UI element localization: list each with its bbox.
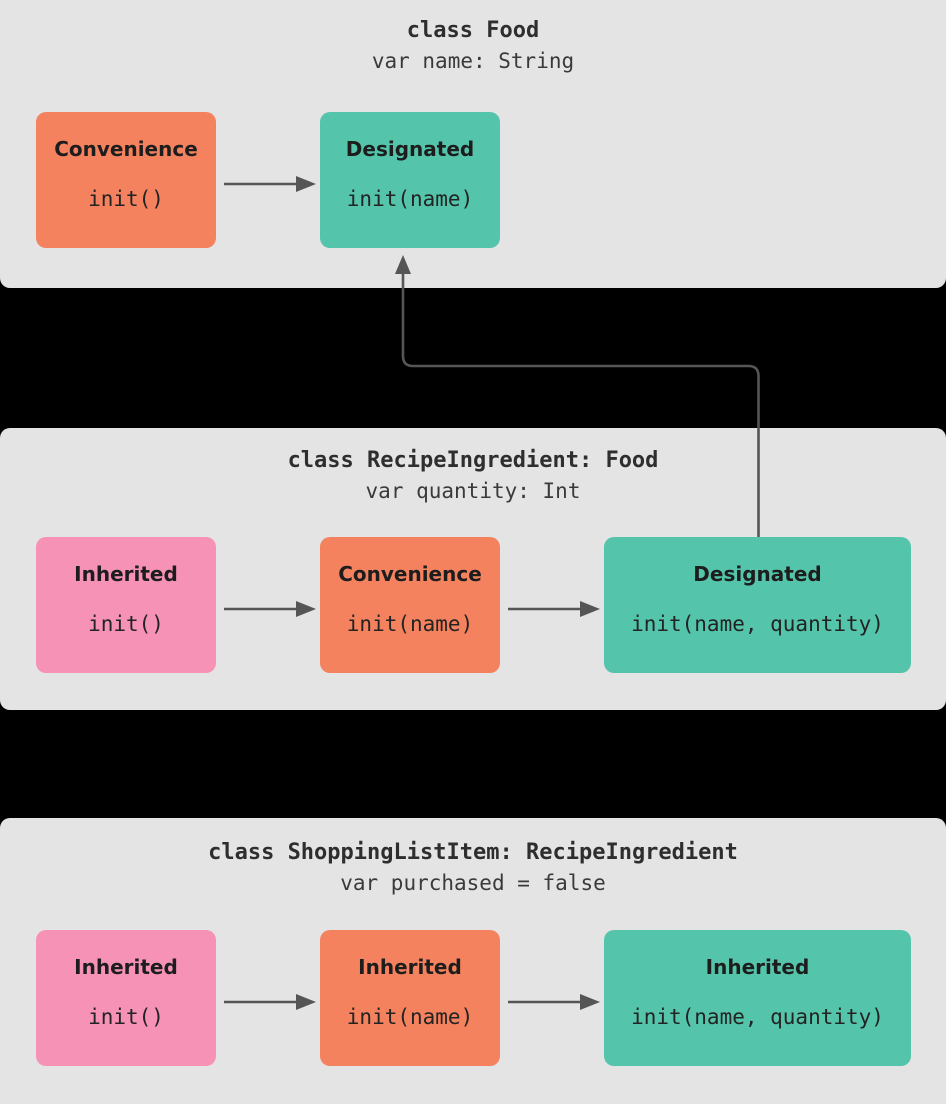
node-signature-label: init(name) <box>346 187 474 211</box>
node-signature-label: init() <box>88 1005 164 1029</box>
node-kind-label: Designated <box>693 562 822 586</box>
section-panel-shopping-list-item: class ShoppingListItem: RecipeIngredient… <box>0 818 946 1104</box>
node-kind-label: Convenience <box>54 137 198 161</box>
node-recipe-convenience[interactable]: Convenience init(name) <box>320 537 500 673</box>
property-declaration-recipe-ingredient: var quantity: Int <box>365 479 581 503</box>
node-recipe-inherited[interactable]: Inherited init() <box>36 537 216 673</box>
section-header-shopping-list-item: class ShoppingListItem: RecipeIngredient… <box>0 838 946 898</box>
node-food-designated[interactable]: Designated init(name) <box>320 112 500 248</box>
node-shopping-inherited-2[interactable]: Inherited init(name) <box>320 930 500 1066</box>
node-signature-label: init(name, quantity) <box>631 612 884 636</box>
node-kind-label: Designated <box>345 137 475 161</box>
node-shopping-inherited-1[interactable]: Inherited init() <box>36 930 216 1066</box>
node-signature-label: init() <box>88 187 164 211</box>
section-panel-food: class Food var name: String Convenience … <box>0 0 946 288</box>
class-declaration-recipe-ingredient: class RecipeIngredient: Food <box>287 448 659 473</box>
node-kind-label: Inherited <box>705 955 810 979</box>
node-signature-label: init(name) <box>346 1005 474 1029</box>
class-declaration-shopping-list-item: class ShoppingListItem: RecipeIngredient <box>208 840 738 865</box>
node-signature-label: init() <box>88 612 164 636</box>
section-header-recipe-ingredient: class RecipeIngredient: Food var quantit… <box>0 446 946 506</box>
class-declaration-food: class Food <box>406 18 540 43</box>
arrow-shopping-inherited1-to-inherited2 <box>224 994 316 1010</box>
node-shopping-inherited-3[interactable]: Inherited init(name, quantity) <box>604 930 911 1066</box>
arrow-shopping-inherited2-to-inherited3 <box>508 994 600 1010</box>
property-declaration-food: var name: String <box>371 49 575 73</box>
node-kind-label: Convenience <box>338 562 482 586</box>
node-signature-label: init(name) <box>346 612 474 636</box>
node-kind-label: Inherited <box>74 955 178 979</box>
arrow-food-convenience-to-designated <box>224 176 316 192</box>
node-signature-label: init(name, quantity) <box>631 1005 884 1029</box>
node-kind-label: Inherited <box>74 562 178 586</box>
arrow-recipe-inherited-to-convenience <box>224 601 316 617</box>
section-header-food: class Food var name: String <box>0 16 946 76</box>
arrow-recipe-convenience-to-designated <box>508 601 600 617</box>
node-kind-label: Inherited <box>358 955 462 979</box>
node-recipe-designated[interactable]: Designated init(name, quantity) <box>604 537 911 673</box>
property-declaration-shopping-list-item: var purchased = false <box>340 871 606 895</box>
section-panel-recipe-ingredient: class RecipeIngredient: Food var quantit… <box>0 428 946 710</box>
node-food-convenience[interactable]: Convenience init() <box>36 112 216 248</box>
